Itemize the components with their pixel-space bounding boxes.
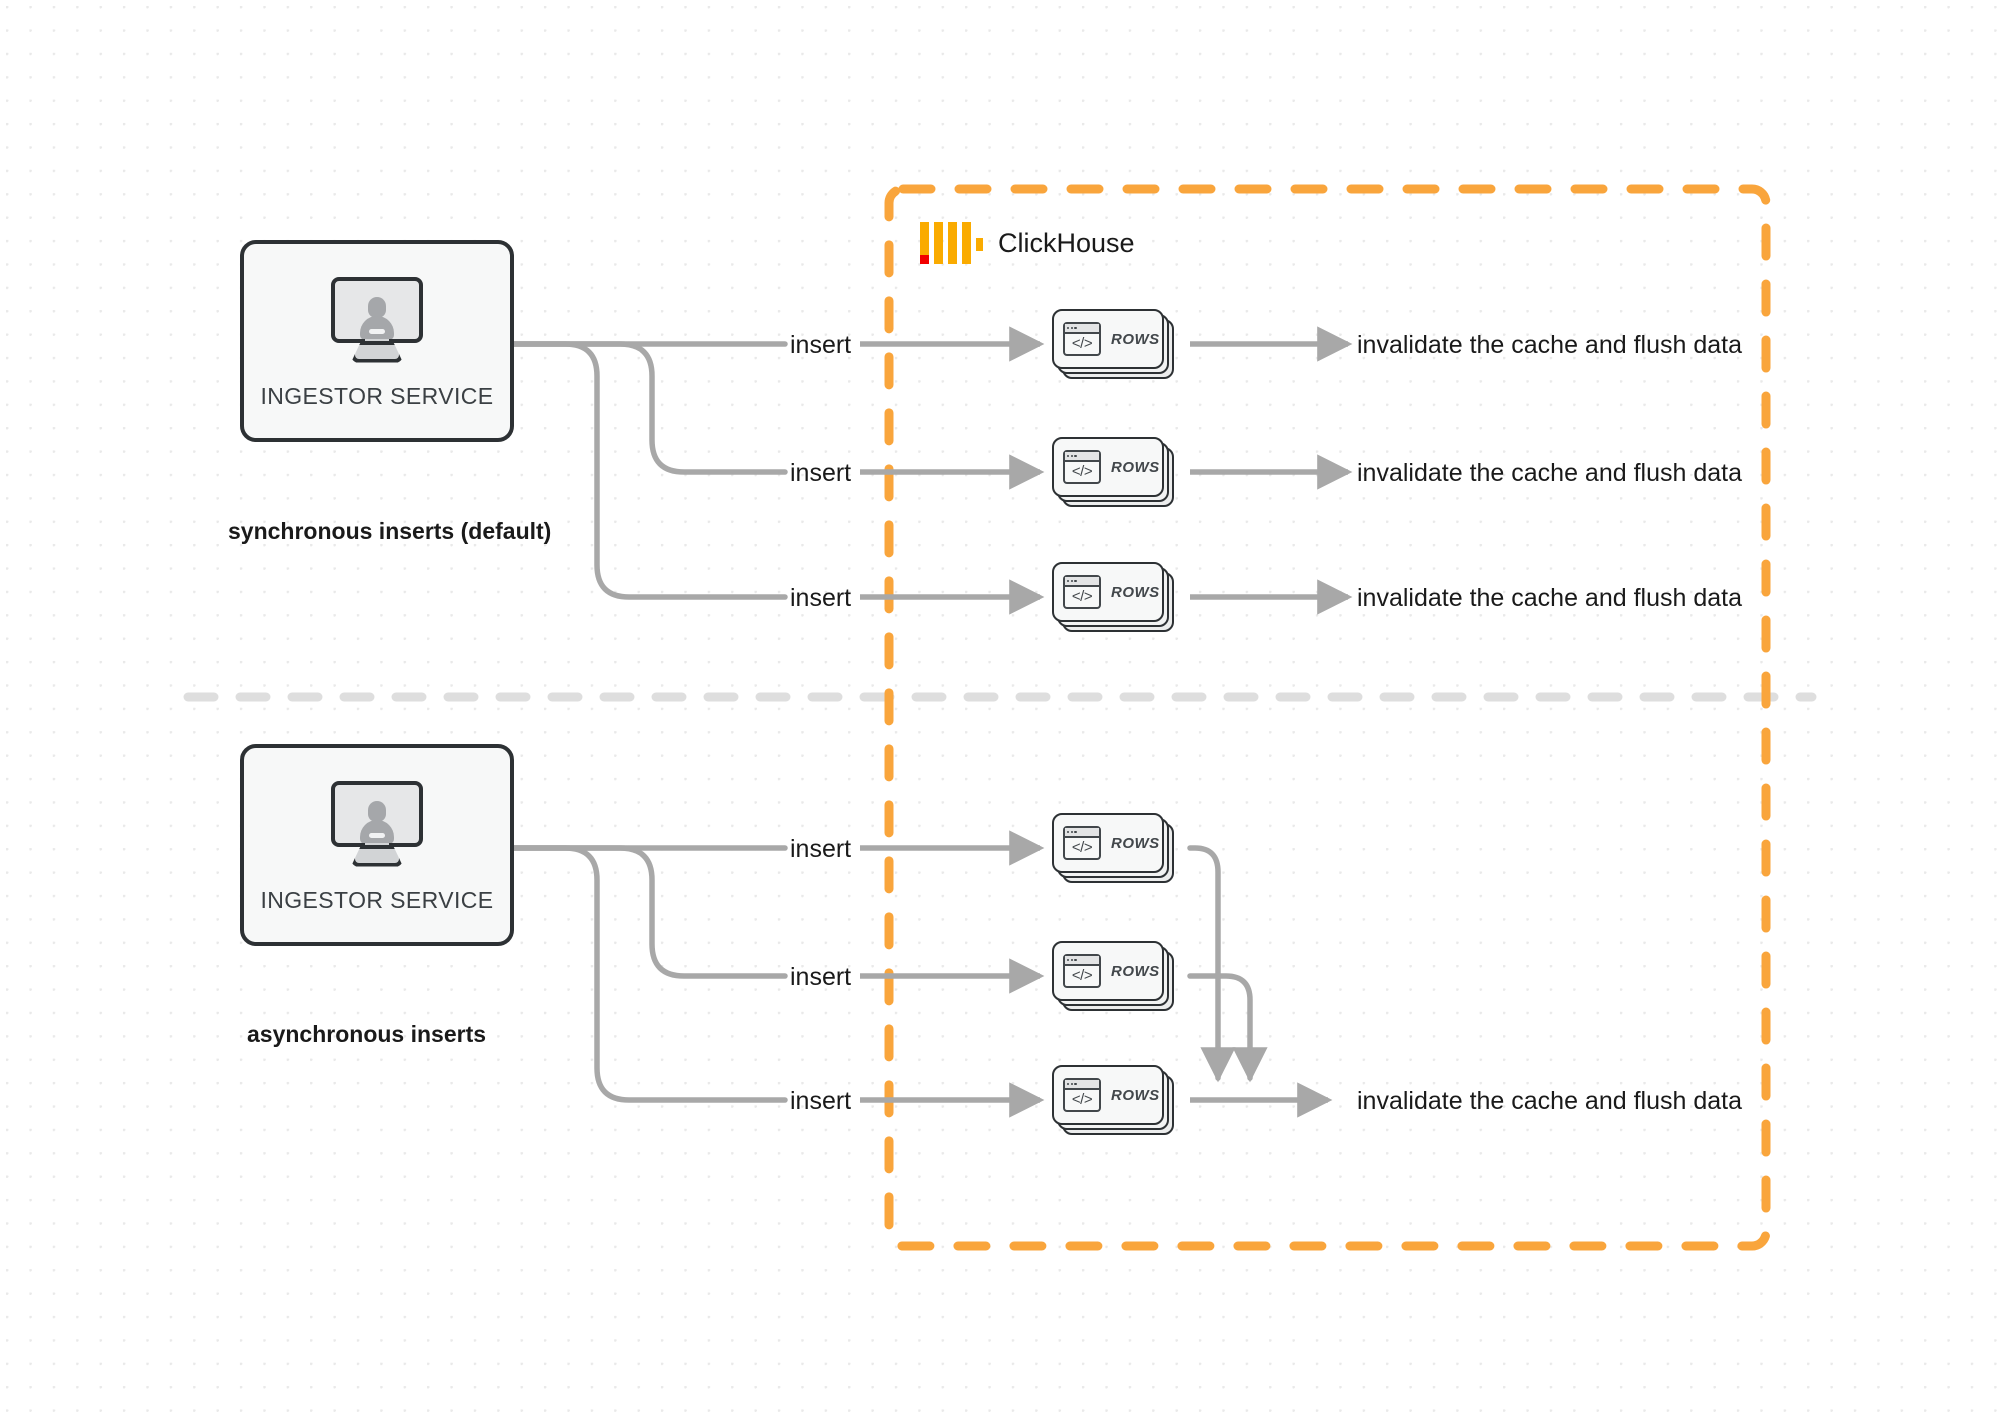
edge-label-insert-sync-3: insert xyxy=(790,584,852,612)
code-glyph: </> xyxy=(1071,966,1093,984)
monitor-user-icon xyxy=(331,276,423,363)
edge-label-insert-async-1: insert xyxy=(790,835,852,863)
section-caption-synchronous: synchronous inserts (default) xyxy=(228,518,552,544)
async-merge-path-1 xyxy=(1187,845,1236,1083)
code-window-icon: </> xyxy=(1063,954,1101,988)
code-glyph: </> xyxy=(1071,587,1093,605)
rows-label: ROWS xyxy=(1111,583,1160,601)
sidebar-item-ingestor-service-sync[interactable]: INGESTOR SERVICE xyxy=(240,240,514,442)
code-glyph: </> xyxy=(1071,462,1093,480)
sink-label-sync-2: invalidate the cache and flush data xyxy=(1357,459,1742,487)
rows-label: ROWS xyxy=(1111,330,1160,348)
section-caption-asynchronous: asynchronous inserts xyxy=(247,1021,487,1047)
rows-card-sync-3[interactable]: </> ROWS xyxy=(1052,562,1174,632)
sync-edge-2-path xyxy=(510,341,788,475)
code-window-icon: </> xyxy=(1063,450,1101,484)
edge-label-insert-sync-1: insert xyxy=(790,331,852,359)
rows-label: ROWS xyxy=(1111,962,1160,980)
code-glyph: </> xyxy=(1071,838,1093,856)
edge-label-insert-async-2: insert xyxy=(790,963,852,991)
sink-label-sync-1: invalidate the cache and flush data xyxy=(1357,331,1742,359)
code-window-icon: </> xyxy=(1063,826,1101,860)
service-label: INGESTOR SERVICE xyxy=(260,886,494,913)
rows-card-sync-1[interactable]: </> ROWS xyxy=(1052,309,1174,379)
code-window-icon: </> xyxy=(1063,322,1101,356)
clickhouse-name: ClickHouse xyxy=(998,227,1135,258)
code-glyph: </> xyxy=(1071,334,1093,352)
clickhouse-brand: ClickHouse xyxy=(920,222,1135,264)
async-edge-2-path xyxy=(510,845,788,979)
code-window-icon: </> xyxy=(1063,575,1101,609)
rows-card-async-1[interactable]: </> ROWS xyxy=(1052,813,1174,883)
edge-label-insert-sync-2: insert xyxy=(790,459,852,487)
monitor-user-icon xyxy=(331,780,423,867)
sync-edge-3-path xyxy=(510,341,788,600)
rows-card-sync-2[interactable]: </> ROWS xyxy=(1052,437,1174,507)
rows-card-async-2[interactable]: </> ROWS xyxy=(1052,941,1174,1011)
sink-label-async: invalidate the cache and flush data xyxy=(1357,1087,1742,1115)
clickhouse-boundary xyxy=(884,184,1771,1251)
edge-label-insert-async-3: insert xyxy=(790,1087,852,1115)
rows-card-async-3[interactable]: </> ROWS xyxy=(1052,1065,1174,1135)
rows-label: ROWS xyxy=(1111,834,1160,852)
clickhouse-logo-icon xyxy=(920,222,983,264)
sink-label-sync-3: invalidate the cache and flush data xyxy=(1357,584,1742,612)
code-glyph: </> xyxy=(1071,1090,1093,1108)
service-label: INGESTOR SERVICE xyxy=(260,382,494,409)
rows-label: ROWS xyxy=(1111,1086,1160,1104)
async-merge-path-2 xyxy=(1187,973,1268,1083)
sidebar-item-ingestor-service-async[interactable]: INGESTOR SERVICE xyxy=(240,744,514,946)
rows-label: ROWS xyxy=(1111,458,1160,476)
code-window-icon: </> xyxy=(1063,1078,1101,1112)
async-edge-3-path xyxy=(510,845,788,1103)
